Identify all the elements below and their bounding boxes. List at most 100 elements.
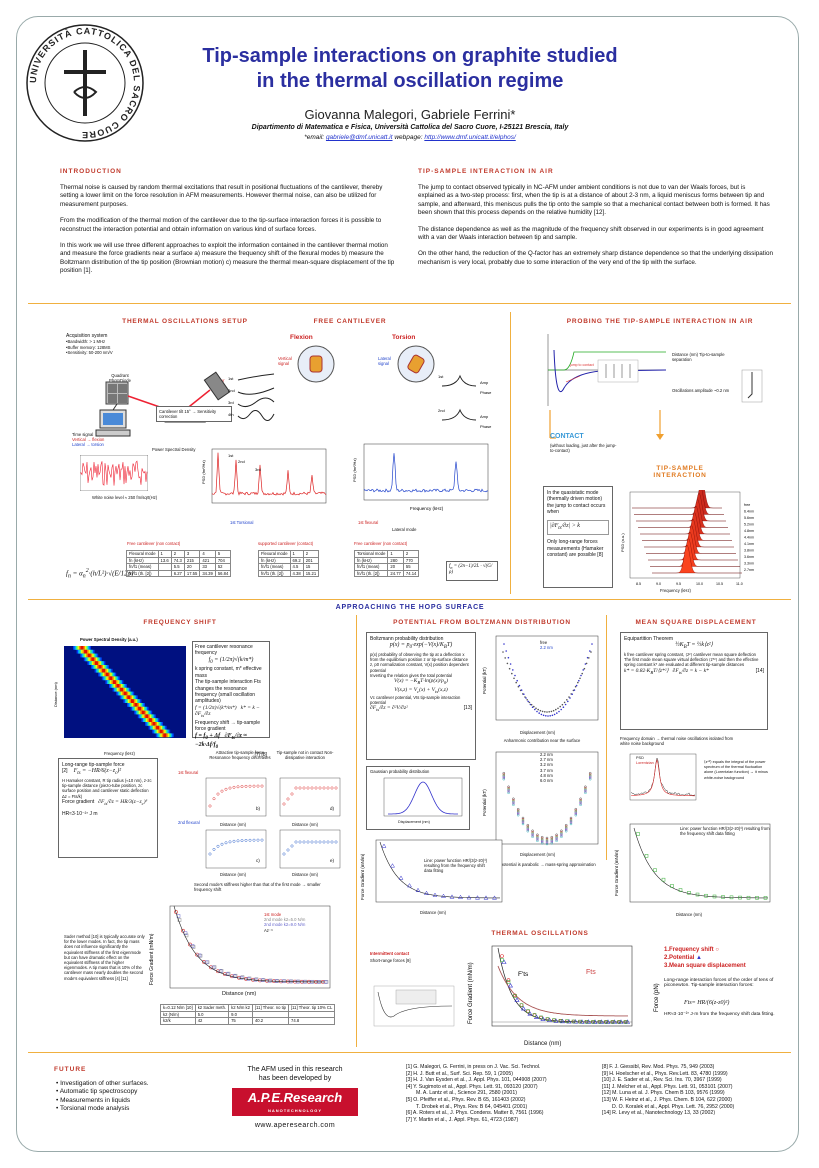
boltz-formula3-row: ∂Fts/∂z = ∂²V/∂z²[13] — [370, 705, 472, 714]
reference: [10] J. E. Sader et al., Rev. Sci. Ins. … — [602, 1077, 722, 1084]
svg-text:PSD (fm²/Hz): PSD (fm²/Hz) — [201, 460, 206, 484]
boltz-heading: POTENTIAL FROM BOLTZMANN DISTRIBUTION — [393, 619, 571, 626]
ref-2: [2] — [62, 768, 68, 775]
title-line-2: in the thermal oscillation regime — [256, 70, 564, 92]
hopg-heading: APPROACHING THE HOPG SURFACE — [335, 604, 485, 611]
probe-heading: PROBING THE TIP-SAMPLE INTERACTION IN AI… — [566, 318, 754, 325]
svg-text:9.0: 9.0 — [656, 582, 661, 586]
oscillation-amplitude-label: Oscillations amplitude ~0.2 nm — [672, 388, 730, 393]
freq-shift-box: Free cantilever resonance frequency f0 =… — [192, 641, 270, 758]
potential2-xlabel: Displacement (nm) — [520, 852, 556, 857]
short-range-label: Short-range forces [9] — [370, 958, 411, 963]
sponsor-block: The AFM used in this research has been d… — [220, 1065, 370, 1083]
msd-title: Equipartition Theorem — [624, 636, 674, 642]
resonance-text: Free cantilever resonance frequency — [195, 644, 253, 657]
modes-xlabel: Distance (nm) — [222, 991, 257, 997]
svg-text:jump to contact: jump to contact — [569, 363, 594, 367]
svg-text:2nd: 2nd — [228, 388, 235, 393]
poster-frame — [16, 16, 799, 1152]
msd-fg-xlabel: Distance (nm) — [676, 912, 703, 917]
legend-dist: 2.7 nm — [540, 757, 553, 763]
email-link[interactable]: gabriele@dmf.unicatt.it — [325, 134, 393, 141]
msd-fg-chart: Force Gradient (mN/m) — [614, 823, 771, 903]
reference: [1] G. Malegori, G. Ferrini, in press on… — [406, 1064, 541, 1070]
vertical-flexion-label: Vertical → flexion — [72, 437, 105, 443]
svg-text:Frequency (kHz): Frequency (kHz) — [410, 506, 444, 511]
svg-text:4.4nm: 4.4nm — [744, 536, 754, 540]
psd-map-ylabel: Distance (nm) — [53, 681, 58, 707]
sponsor-line1: The AFM used in this research — [247, 1066, 343, 1073]
potential-xlabel: Displacement (nm) — [520, 730, 556, 735]
svg-text:1st: 1st — [228, 376, 234, 381]
university-seal-logo: UNIVERSITÀ CATTOLICA DEL SACRO CUORE — [26, 24, 144, 142]
circle-icon: ○ — [715, 947, 719, 953]
webpage-link[interactable]: http://www.dmf.unicatt.it/elphos/ — [424, 134, 516, 141]
boltz-title: Boltzmann probability distribution — [370, 636, 444, 642]
ape-research-logo: A.P.E.Research NANOTECHNOLOGY — [232, 1088, 358, 1116]
svg-text:Phase: Phase — [480, 424, 492, 429]
reference: [9] H. Hoelscher et al., Phys. Rev.Lett.… — [602, 1070, 728, 1077]
potential-ylabel: Potential (kT) — [482, 667, 487, 694]
air-heading: TIP-SAMPLE INTERACTION IN AIR — [418, 168, 554, 175]
cantilever-icon — [741, 369, 763, 403]
reference: [5] O. Pfeiffer et al., Phys. Rev. B 65,… — [406, 1096, 526, 1103]
boltz-line-note: Line: power function HR/(3(z-z0)³) resul… — [424, 858, 488, 874]
air-p3: On the other hand, the reduction of the … — [418, 250, 773, 266]
thermal-ylabel: Force Gradient (mN/m) — [468, 962, 474, 1024]
brand-name: A.P.E.Research — [247, 1090, 343, 1105]
msd-text3: Frequency domain → thermal noise oscilla… — [620, 736, 734, 747]
anharmonic-note: Anharmonic contribution near the surface — [503, 738, 581, 743]
svg-text:4th: 4th — [228, 412, 234, 417]
poster-title: Tip-sample interactions on graphite stud… — [150, 44, 670, 94]
gaussian-chart — [383, 777, 463, 817]
hr-value: HR≈3·10⁻²⁷ J m — [62, 811, 98, 818]
boltz-fg-xlabel: Distance (nm) — [420, 910, 447, 915]
panel-e-xlabel: Distance (nm) — [292, 872, 319, 877]
msd-box: Equipartition Theorem ½KBT = ½k⟨z²⟩ k fr… — [620, 632, 768, 730]
gaussian-xlabel: Displacement (nm) — [398, 820, 430, 824]
sponsor-line2: has been developed by — [258, 1075, 332, 1082]
lateral-mode-label: Lateral mode — [392, 527, 417, 532]
acq-item: •Sensitivity: 50-200 nm/V — [66, 349, 113, 355]
acq-item: •Buffer memory: 128MS — [66, 344, 111, 350]
torsion-formula: fn = (2n−1)/2L · √(G/ρ) — [446, 561, 498, 581]
msd-note: ⟨z*²⟩ equals the integral of the power s… — [704, 760, 768, 780]
future-item: • Investigation of other surfaces. — [56, 1080, 149, 1087]
free-heading: FREE CANTILEVER — [313, 318, 387, 325]
reference: [4] Y. Sugimoto et al., Appl. Phys. Lett… — [406, 1083, 538, 1090]
panel-e-label: e) — [330, 858, 335, 863]
fshift-text2: Frequency shift → tip-sample force gradi… — [195, 719, 261, 733]
fshift-formula1: f = (1/2π)√(k*/m*) k* = k − ∂Fts/∂z — [195, 704, 260, 719]
attractive-note: Attractive tip-sample force Resonance fr… — [209, 750, 271, 761]
freq-shift-panels: b) c) d) e) — [205, 777, 341, 869]
panel-c-label: c) — [256, 858, 260, 863]
legend-2-2nm: 2.2 nm — [540, 645, 553, 651]
svg-text:1st: 1st — [228, 453, 234, 458]
distance-legend: 2.2 nm 2.7 nm 3.2 nm 3.7 nm 4.8 nm 6.0 n… — [540, 752, 553, 783]
svg-text:2nd: 2nd — [438, 408, 445, 413]
reference: [13] W. F. Heinz et al., J. Phys. Chem. … — [602, 1096, 733, 1103]
sponsor-url[interactable]: www.aperesearch.com — [254, 1122, 336, 1129]
reference: [3] H. J. Van Eysden et al., J. Appl. Ph… — [406, 1077, 547, 1084]
msd-text1: k free cantilever spring constant, ⟨z²⟩ … — [624, 652, 756, 657]
first-flexural-label: 1st flexural — [358, 520, 379, 525]
divider-bottom — [28, 1052, 791, 1053]
acquisition-system: Acquisition system •Bandwidth: > 1 MHz •… — [66, 333, 136, 355]
quasistatic-text-2: Only long-range forces measurements (Ham… — [547, 539, 604, 559]
svg-text:3.6nm: 3.6nm — [744, 555, 754, 559]
force-gradient-modes-chart: Force Gradient (mN/m) — [149, 905, 331, 989]
divider-vertical-1 — [356, 615, 357, 1047]
intro-text: Thermal noise is caused by random therma… — [60, 184, 395, 276]
boltz-formula: p(x) = p0·exp(−V(x)/KBT) — [389, 642, 453, 651]
potential-parabola-chart: Potential (kT) — [482, 635, 599, 721]
svg-text:3.8nm: 3.8nm — [744, 549, 754, 553]
svg-text:2nd: 2nd — [238, 459, 245, 464]
thermal-item-2: 2.Potential ▲ — [664, 955, 702, 961]
jump-condition: |∂Fts/∂z| > k — [547, 519, 609, 536]
force-gradient-row: Force gradient∂Fts/∂z = HR/3(z−zc)³ — [62, 799, 154, 808]
quasistatic-text: In the quasistatic mode (thermally drive… — [547, 490, 606, 516]
lateral-torsion-label: Lateral → torsion — [72, 442, 104, 448]
svg-text:11.0: 11.0 — [736, 582, 743, 586]
